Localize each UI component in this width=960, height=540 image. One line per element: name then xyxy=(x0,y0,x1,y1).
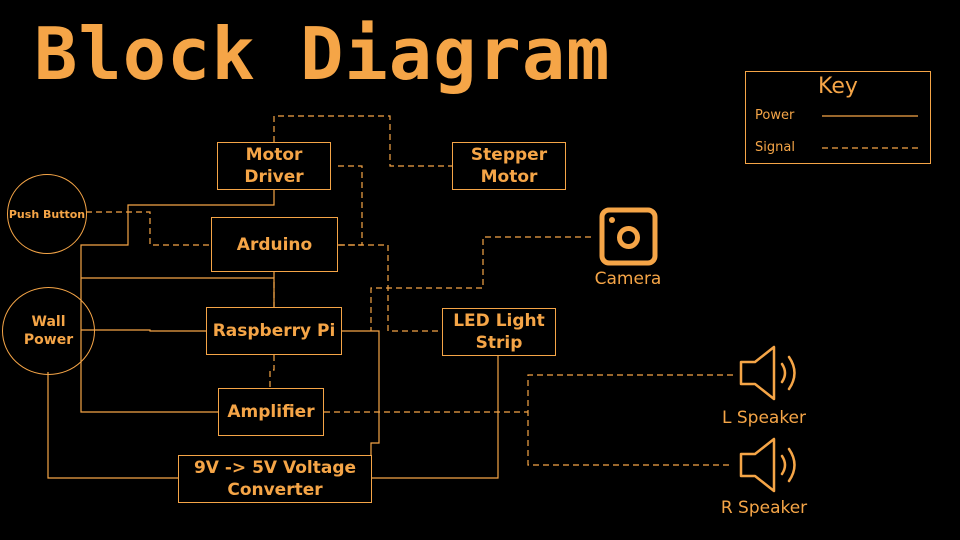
page-title: Block Diagram xyxy=(34,12,611,96)
wall-power-node: Wall Power xyxy=(2,287,95,375)
camera-label: Camera xyxy=(594,269,662,289)
motor-driver-block: Motor Driver xyxy=(217,142,331,190)
key-line-samples xyxy=(822,115,918,149)
signal-wires xyxy=(86,115,733,466)
speaker-icon xyxy=(739,345,796,401)
raspberry-pi-block: Raspberry Pi xyxy=(206,307,342,355)
push-button-node: Push Button xyxy=(7,174,87,254)
stepper-motor-block: Stepper Motor xyxy=(452,142,566,190)
key-power-label: Power xyxy=(755,108,795,123)
led-light-strip-block: LED Light Strip xyxy=(442,308,556,356)
l-speaker-label: L Speaker xyxy=(721,408,807,428)
key-title: Key xyxy=(818,74,858,99)
speaker-icon xyxy=(739,437,796,493)
key-signal-label: Signal xyxy=(755,140,795,155)
r-speaker-label: R Speaker xyxy=(720,498,808,518)
arduino-block: Arduino xyxy=(211,217,338,272)
camera-icon xyxy=(599,207,658,266)
amplifier-block: Amplifier xyxy=(218,388,324,436)
legend-key: Key Power Signal xyxy=(745,71,931,164)
voltage-converter-block: 9V -> 5V Voltage Converter xyxy=(178,455,372,503)
